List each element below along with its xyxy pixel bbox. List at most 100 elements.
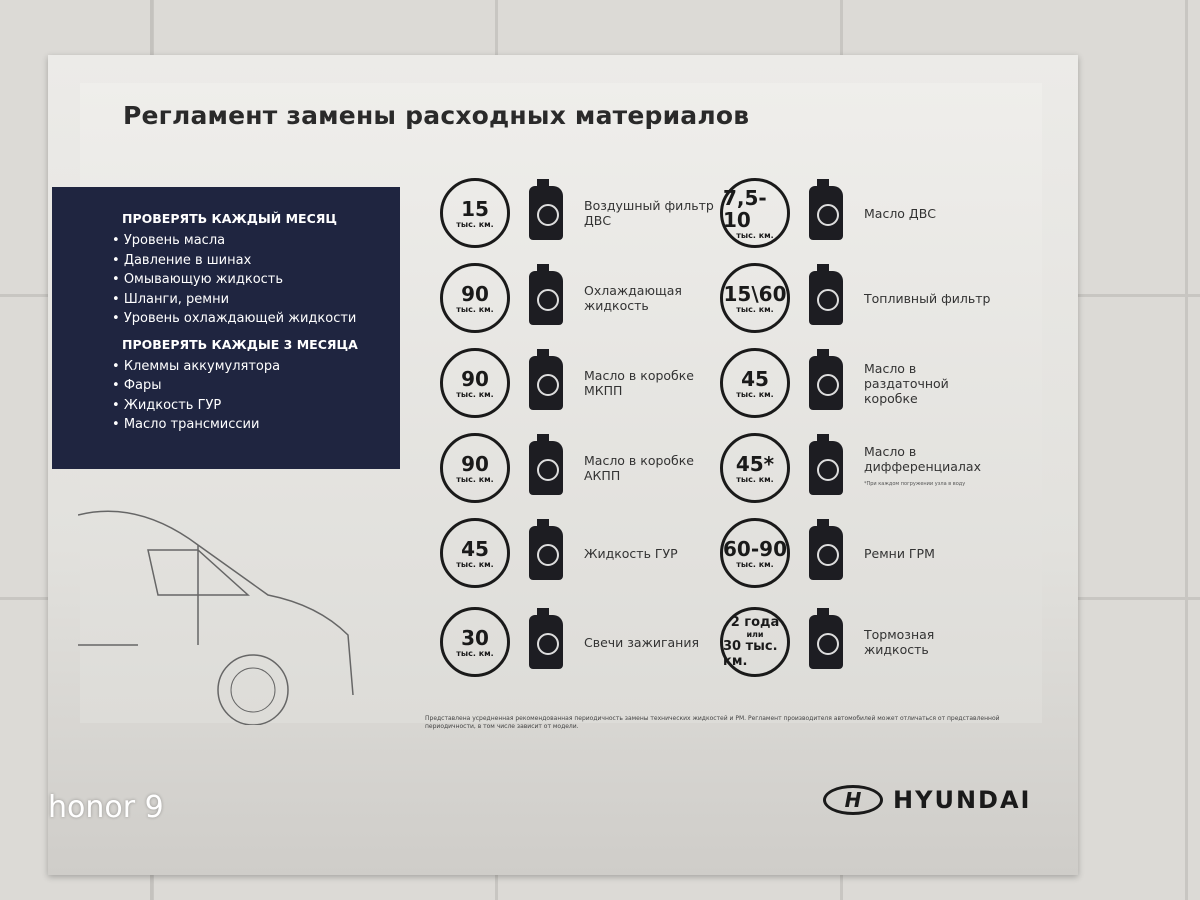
interval-value: 90 xyxy=(461,366,489,391)
interval-unit: тыс. км. xyxy=(736,559,774,569)
interval-badge: 45*тыс. км. xyxy=(720,433,790,503)
transfer-case-oil-icon xyxy=(804,349,848,414)
item-label: Масло в коробке АКПП xyxy=(584,453,694,483)
item-label-wrap: Топливный фильтр xyxy=(864,291,994,306)
interval-unit: тыс. км. xyxy=(736,474,774,484)
item-label: Воздушный фильтр ДВС xyxy=(584,198,714,228)
timing-belt-icon xyxy=(804,519,848,584)
spark-plug-icon xyxy=(524,608,568,673)
interval-value: 45 xyxy=(461,536,489,561)
interval-value: 15 xyxy=(461,196,489,221)
air-filter-icon xyxy=(524,179,568,244)
item-label-wrap: Масло в дифференциалах *При каждом погруж… xyxy=(864,444,994,492)
power-steering-fluid-icon xyxy=(524,519,568,584)
interval-unit: тыс. км. xyxy=(456,304,494,314)
item-label: Масло в дифференциалах xyxy=(864,444,981,474)
item-label-wrap: Масло в коробке МКПП xyxy=(584,368,714,398)
item-note: *При каждом погружении узла в воду xyxy=(864,481,966,487)
check-item: Омывающую жидкость xyxy=(112,270,400,290)
quarterly-heading: ПРОВЕРЯТЬ КАЖДЫЕ 3 МЕСЯЦА xyxy=(122,336,358,352)
item-label: Охлаждающая жидкость xyxy=(584,283,682,313)
page-title: Регламент замены расходных материалов xyxy=(123,101,750,130)
camera-watermark: honor 9 xyxy=(48,790,164,825)
interval-unit: тыс. км. xyxy=(456,559,494,569)
interval-unit: тыс. км. xyxy=(456,219,494,229)
engine-oil-icon xyxy=(804,179,848,244)
item-label: Топливный фильтр xyxy=(864,290,991,306)
interval-value: 30 xyxy=(461,625,489,650)
interval-unit: тыс. км. xyxy=(456,474,494,484)
item-label: Масло в раздаточной коробке xyxy=(864,360,949,406)
hyundai-logo: H HYUNDAI xyxy=(823,785,1031,815)
interval-value: 90 xyxy=(461,281,489,306)
differential-oil-tube-icon xyxy=(804,434,848,499)
brand-name: HYUNDAI xyxy=(893,786,1032,814)
item-label-wrap: Охлаждающая жидкость xyxy=(584,283,714,313)
footnote: Представлена усредненная рекомендованная… xyxy=(425,715,1000,730)
interval-unit: тыс. км. xyxy=(456,648,494,658)
interval-value: 45* xyxy=(735,451,775,476)
check-item: Масло трансмиссии xyxy=(112,415,400,435)
interval-value-line: 2 года xyxy=(730,615,780,630)
monthly-heading: ПРОВЕРЯТЬ КАЖДЫЙ МЕСЯЦ xyxy=(122,211,337,226)
check-item: Уровень охлаждающей жидкости xyxy=(112,309,400,329)
car-illustration xyxy=(78,510,354,725)
item-label-wrap: Воздушный фильтр ДВС xyxy=(584,198,714,228)
quarterly-list: Клеммы аккумулятораФарыЖидкость ГУРМасло… xyxy=(112,357,400,435)
item-label: Масло в коробке МКПП xyxy=(584,368,694,398)
item-label-wrap: Жидкость ГУР xyxy=(584,546,714,561)
monthly-list: Уровень маслаДавление в шинахОмывающую ж… xyxy=(112,231,400,329)
check-schedule-box: ПРОВЕРЯТЬ КАЖДЫЙ МЕСЯЦ Уровень маслаДавл… xyxy=(52,187,400,469)
interval-unit: тыс. км. xyxy=(736,304,774,314)
interval-value: 15\60 xyxy=(723,281,787,306)
automatic-gearbox-oil-icon xyxy=(524,434,568,499)
brake-fluid-icon xyxy=(804,608,848,673)
item-label-wrap: Масло в раздаточной коробке xyxy=(864,361,994,406)
check-item: Жидкость ГУР xyxy=(112,396,400,416)
item-label-wrap: Ремни ГРМ xyxy=(864,546,994,561)
interval-unit: тыс. км. xyxy=(736,230,774,240)
item-label: Свечи зажигания xyxy=(584,634,700,650)
check-item: Уровень масла xyxy=(112,231,400,251)
poster: Регламент замены расходных материалов ПР… xyxy=(48,55,1078,875)
manual-gearbox-oil-icon xyxy=(524,349,568,414)
interval-value: 90 xyxy=(461,451,489,476)
interval-value-line: или xyxy=(746,630,764,639)
check-item: Шланги, ремни xyxy=(112,290,400,310)
interval-unit: тыс. км. xyxy=(736,389,774,399)
interval-unit: тыс. км. xyxy=(456,389,494,399)
check-item: Давление в шинах xyxy=(112,251,400,271)
interval-value: 60-90 xyxy=(723,536,787,561)
check-item: Клеммы аккумулятора xyxy=(112,357,400,377)
hyundai-emblem-icon: H xyxy=(823,785,883,815)
item-label-wrap: Масло в коробке АКПП xyxy=(584,453,714,483)
item-label: Жидкость ГУР xyxy=(584,545,678,561)
item-label: Масло ДВС xyxy=(864,205,936,221)
coolant-bottle-icon xyxy=(524,264,568,329)
interval-item: 45*тыс. км. Масло в дифференциалах *При ка… xyxy=(720,433,994,503)
interval-value-line: 30 тыс. км. xyxy=(723,639,778,669)
check-item: Фары xyxy=(112,376,400,396)
interval-value: 45 xyxy=(741,366,769,391)
fuel-filter-icon xyxy=(804,264,848,329)
item-label-wrap: Масло ДВС xyxy=(864,206,994,221)
